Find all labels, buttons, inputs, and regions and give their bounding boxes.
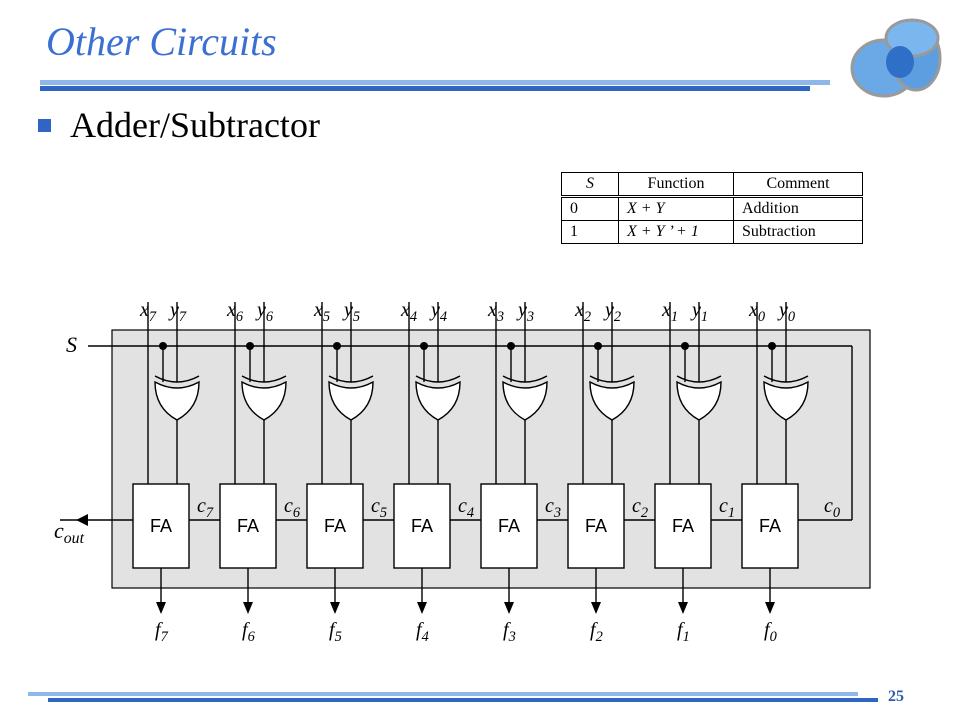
xor-gate-back-curve bbox=[763, 375, 809, 383]
input-y-label: y3 bbox=[516, 299, 534, 325]
output-arrow-icon bbox=[330, 602, 340, 614]
input-x-label: x4 bbox=[400, 299, 417, 325]
full-adder-box bbox=[654, 483, 712, 569]
xor-gate-back-curve bbox=[154, 375, 200, 383]
xor-gate bbox=[589, 380, 635, 421]
input-y-label: y5 bbox=[342, 299, 360, 325]
bullet-marker bbox=[38, 119, 51, 132]
output-arrow-icon bbox=[765, 602, 775, 614]
header-function: Function bbox=[618, 172, 734, 198]
full-adder-box bbox=[306, 483, 364, 569]
full-adder-label: FA bbox=[150, 516, 172, 536]
cell-function: X + Y bbox=[618, 196, 734, 221]
output-arrow-icon bbox=[243, 602, 253, 614]
carry-label: c4 bbox=[458, 495, 474, 521]
xor-gate-back-curve bbox=[241, 375, 287, 383]
slide-title: Other Circuits bbox=[46, 19, 277, 64]
full-adder-box bbox=[480, 483, 538, 569]
carry-label: c3 bbox=[545, 495, 561, 521]
output-f-label: f7 bbox=[155, 619, 169, 645]
input-y-label: y1 bbox=[690, 299, 708, 325]
xor-gate-back-curve bbox=[676, 375, 722, 383]
select-label: S bbox=[66, 332, 77, 357]
carry-label: c6 bbox=[284, 495, 301, 521]
cell-function: X + Y ’ + 1 bbox=[618, 220, 734, 244]
xor-gate bbox=[241, 380, 287, 421]
output-arrow-icon bbox=[678, 602, 688, 614]
full-adder-label: FA bbox=[759, 516, 781, 536]
full-adder-label: FA bbox=[324, 516, 346, 536]
input-x-label: x0 bbox=[748, 299, 766, 325]
input-y-label: y2 bbox=[603, 299, 621, 325]
output-f-label: f0 bbox=[764, 619, 778, 645]
full-adder-label: FA bbox=[498, 516, 520, 536]
cout-arrow-icon bbox=[76, 514, 88, 526]
output-arrow-icon bbox=[591, 602, 601, 614]
table-row: 1 X + Y ’ + 1 Subtraction bbox=[561, 220, 863, 244]
output-f-label: f5 bbox=[329, 619, 342, 645]
output-f-label: f2 bbox=[590, 619, 603, 645]
full-adder-box bbox=[741, 483, 799, 569]
title-underline-dark bbox=[40, 86, 810, 91]
header-comment: Comment bbox=[733, 172, 863, 198]
xor-gate bbox=[763, 380, 809, 421]
input-x-label: x3 bbox=[487, 299, 504, 325]
output-arrow-icon bbox=[156, 602, 166, 614]
xor-gate bbox=[502, 380, 548, 421]
full-adder-box bbox=[219, 483, 277, 569]
input-x-label: x5 bbox=[313, 299, 330, 325]
input-y-label: y0 bbox=[777, 299, 796, 325]
footer-bar-dark bbox=[48, 698, 878, 702]
xor-gate-back-curve bbox=[589, 375, 635, 383]
input-x-label: x6 bbox=[226, 299, 244, 325]
carry-in-label: c0 bbox=[824, 495, 841, 521]
input-x-label: x2 bbox=[574, 299, 591, 325]
function-table: S Function Comment 0 X + Y Addition 1 X … bbox=[561, 172, 863, 244]
cell-s: 1 bbox=[561, 220, 619, 244]
header-s: S bbox=[561, 172, 619, 198]
carry-label: c2 bbox=[632, 495, 648, 521]
full-adder-label: FA bbox=[411, 516, 433, 536]
table-row: 0 X + Y Addition bbox=[561, 196, 863, 221]
carry-label: c1 bbox=[719, 495, 735, 521]
input-y-label: y7 bbox=[168, 299, 187, 325]
cell-s: 0 bbox=[561, 196, 619, 221]
output-arrow-icon bbox=[504, 602, 514, 614]
output-arrow-icon bbox=[417, 602, 427, 614]
xor-gate-back-curve bbox=[328, 375, 374, 383]
cell-comment: Addition bbox=[733, 196, 863, 221]
output-f-label: f6 bbox=[242, 619, 256, 645]
input-y-label: y4 bbox=[429, 299, 447, 325]
function-table-header-row: S Function Comment bbox=[561, 172, 863, 198]
output-f-label: f1 bbox=[677, 619, 690, 645]
title-underline-light bbox=[40, 80, 830, 85]
xor-gate-back-curve bbox=[502, 375, 548, 383]
full-adder-label: FA bbox=[237, 516, 259, 536]
full-adder-label: FA bbox=[585, 516, 607, 536]
full-adder-box bbox=[132, 483, 190, 569]
cell-comment: Subtraction bbox=[733, 220, 863, 244]
bullet-text: Adder/Subtractor bbox=[70, 105, 320, 145]
input-y-label: y6 bbox=[255, 299, 274, 325]
overlapping-circles-logo-icon bbox=[850, 18, 942, 98]
xor-gate-back-curve bbox=[415, 375, 461, 383]
footer-bar-light bbox=[28, 692, 858, 696]
page-number: 25 bbox=[888, 688, 904, 705]
xor-gate bbox=[415, 380, 461, 421]
input-x-label: x1 bbox=[661, 299, 678, 325]
xor-gate bbox=[154, 380, 200, 421]
full-adder-label: FA bbox=[672, 516, 694, 536]
xor-gate bbox=[676, 380, 722, 421]
carry-label: c7 bbox=[197, 495, 214, 521]
input-x-label: x7 bbox=[139, 299, 157, 325]
xor-gate bbox=[328, 380, 374, 421]
output-f-label: f3 bbox=[503, 619, 516, 645]
carry-label: c5 bbox=[371, 495, 387, 521]
cout-label: cout bbox=[54, 518, 85, 547]
output-f-label: f4 bbox=[416, 619, 429, 645]
